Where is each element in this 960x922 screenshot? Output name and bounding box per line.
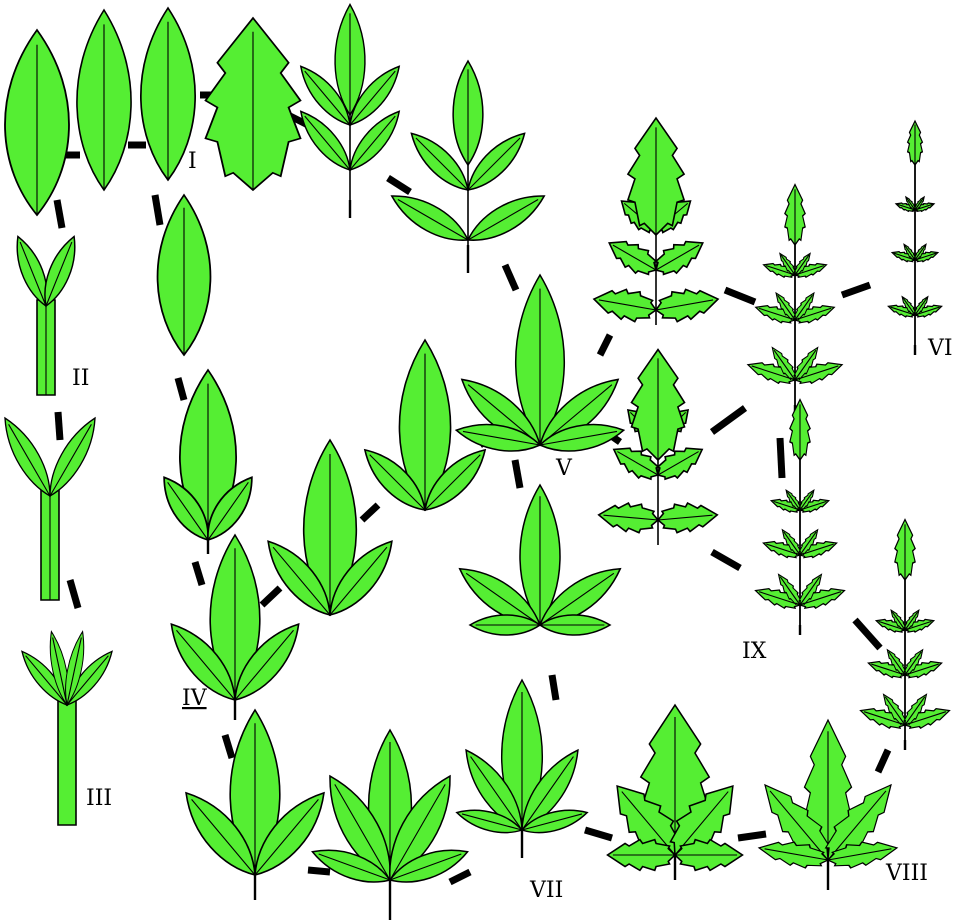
connector-dash — [600, 335, 610, 355]
connector-dash — [388, 178, 410, 192]
connector-dash — [70, 580, 78, 608]
leaf-fork-iii-a — [0, 413, 104, 600]
leaf-serrate-palm — [601, 705, 748, 880]
label-VIII: VIII — [885, 861, 928, 886]
connector-dash — [725, 290, 755, 302]
label-IX: IX — [742, 639, 767, 664]
leaf-viii — [752, 720, 903, 890]
connector-dash — [505, 265, 516, 290]
leaf-compound-1 — [745, 185, 844, 416]
label-VI: VI — [927, 336, 953, 361]
connector-dash — [780, 438, 782, 478]
leaf-vii — [454, 680, 589, 858]
leaf-simple-1 — [5, 30, 69, 215]
leaf-palm-5b — [452, 485, 629, 636]
connector-dash — [878, 750, 888, 772]
connector-dash — [155, 195, 160, 225]
label-IV: IV — [182, 686, 208, 711]
connector-dash — [178, 378, 184, 400]
connector-dash — [195, 562, 202, 585]
connector-dash — [262, 588, 280, 605]
leaf-simple-2 — [77, 10, 131, 190]
label-VII: VII — [529, 878, 563, 903]
connector-dash — [362, 505, 378, 520]
connector-dash — [712, 552, 740, 568]
label-V: V — [555, 456, 573, 481]
connector-dash — [58, 412, 60, 440]
connector-dash — [552, 675, 556, 700]
leaf-serrate-1 — [206, 18, 301, 190]
leaf-ix — [753, 400, 847, 636]
leaf-pinnate-2 — [386, 61, 551, 273]
label-III: III — [86, 786, 112, 811]
connector-dash — [842, 285, 870, 295]
connector-dash — [450, 872, 470, 882]
connector-dash — [57, 200, 62, 228]
connector-dash — [712, 408, 745, 432]
connector-dash — [225, 735, 232, 758]
label-I: I — [188, 149, 197, 174]
connector-dash — [855, 620, 880, 648]
leaf-pinnate-3 — [591, 118, 720, 325]
label-II: II — [72, 366, 89, 391]
leaf-lobed-1 — [158, 195, 211, 355]
connector-dash — [308, 870, 330, 872]
leaf-palm-5a — [308, 730, 471, 920]
connector-dash — [738, 834, 766, 838]
leaf-pinnate-4 — [597, 350, 718, 546]
leaf-simple-3 — [141, 8, 195, 180]
connector-dash — [515, 460, 520, 488]
leaf-pinnate-1 — [293, 4, 407, 218]
connector-dash — [585, 830, 612, 838]
leaf-vi — [887, 121, 943, 355]
leaf-lobed-2 — [154, 370, 262, 554]
